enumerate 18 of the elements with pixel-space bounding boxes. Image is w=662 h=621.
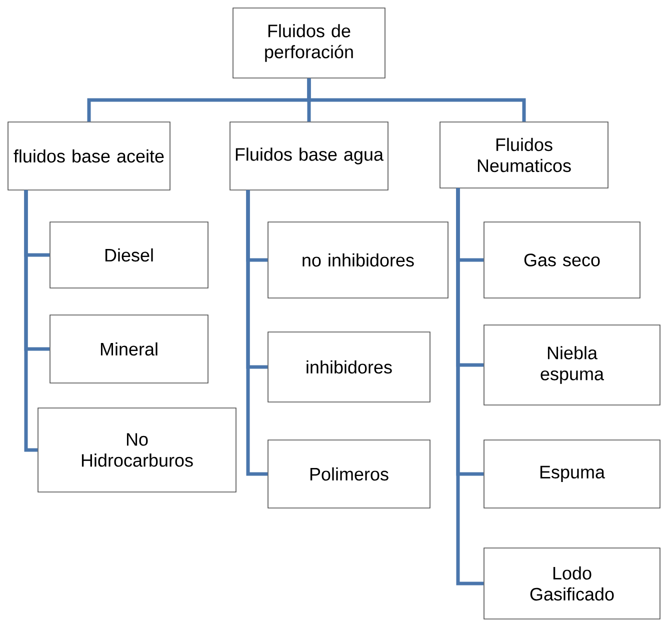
category-box: Fluidos base agua (230, 122, 388, 190)
category-box: Niebla espuma (484, 324, 660, 406)
category-box: Gas seco (484, 222, 640, 298)
category-box: No Hidrocarburos (38, 408, 236, 492)
category-box: Fluidos de perforación (232, 8, 386, 78)
category-box: inhibidores (268, 332, 430, 402)
connector-line (24, 190, 38, 452)
connector-line (456, 188, 484, 586)
category-box: no inhibidores (268, 222, 448, 298)
category-box: Espuma (484, 440, 660, 508)
category-box: Mineral (50, 314, 208, 384)
connector-line (307, 78, 526, 122)
category-box: Lodo Gasificado (484, 548, 660, 620)
connector-line (246, 190, 268, 476)
category-box: fluidos base aceite (8, 122, 170, 190)
category-box: Polimeros (268, 440, 430, 508)
category-box: Diesel (50, 222, 208, 288)
category-box: Fluidos Neumaticos (440, 122, 608, 188)
